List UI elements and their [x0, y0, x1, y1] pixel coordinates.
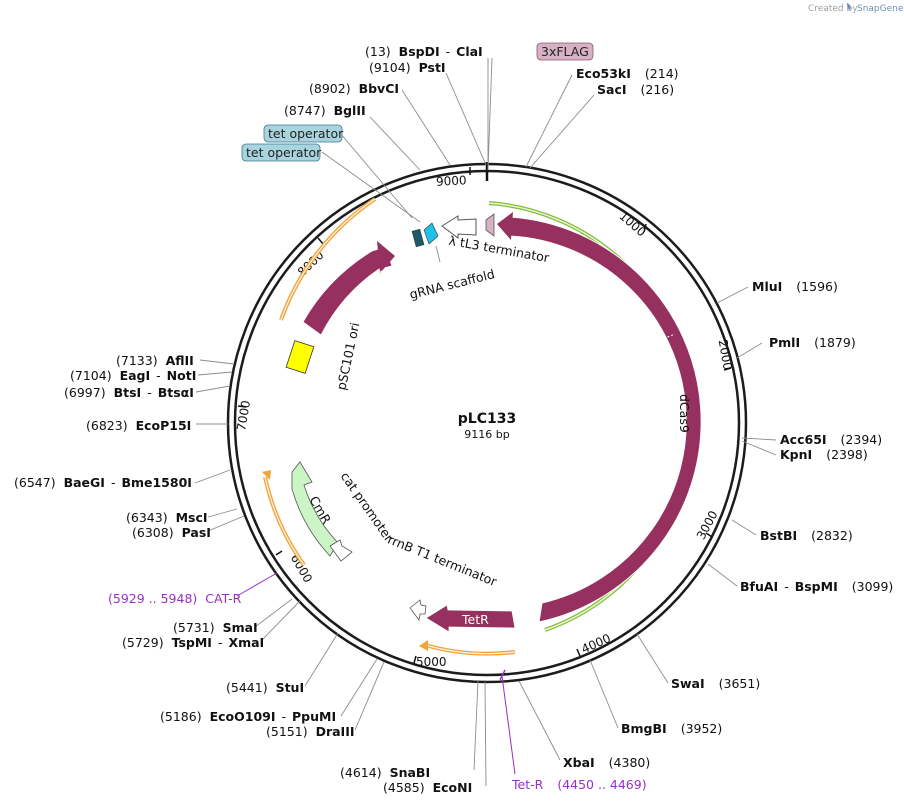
snapgene-icon: [847, 3, 851, 10]
tetr-label: TetR: [461, 612, 489, 627]
plasmid-size: 9116 bp: [464, 428, 509, 441]
primer-tet-r: Tet-R(4450 .. 4469): [511, 777, 647, 792]
dcas9-cds[interactable]: [496, 216, 702, 623]
site-2832: BstBI(2832): [760, 528, 853, 543]
tetr-cds[interactable]: [425, 604, 516, 633]
grna-leader: [435, 245, 441, 263]
ruler-2000: 2000: [716, 339, 735, 372]
site-5186: (5186)EcoO109I-PpuMI: [160, 709, 336, 724]
site-3651: SwaI(3651): [671, 676, 760, 691]
tet-r-arrow: [499, 669, 506, 681]
dcas9-outline-inner: [488, 202, 694, 631]
site-5441: (5441)StuI: [226, 680, 304, 695]
dcas9-arrowhead: [497, 212, 513, 240]
cat-promoter-label: cat promoter: [338, 469, 397, 545]
ruler-1000: 1000: [616, 209, 648, 240]
primer-cat-r: (5929 .. 5948)CAT-R: [108, 591, 242, 606]
tl3-terminator[interactable]: [441, 215, 477, 239]
primer-arc-5000-inner: [424, 644, 516, 655]
site-1596: MluI(1596): [752, 279, 838, 294]
site-6308: (6308)PasI: [132, 525, 211, 540]
flag-tag[interactable]: [485, 213, 495, 237]
cat-r-leader: [236, 572, 278, 597]
cat-promoter[interactable]: [329, 539, 353, 562]
site-8747: (8747)BglII: [284, 103, 366, 118]
site-216: SacI(216): [597, 82, 674, 97]
tet-operator-callout-1-label: tet operator: [268, 126, 344, 141]
tet-r-leader: [501, 675, 516, 775]
site-1879: PmlI(1879): [769, 335, 856, 350]
site-3952: BmgBI(3952): [621, 721, 722, 736]
psc101-ori[interactable]: [285, 340, 315, 374]
psc101-label: pSC101 ori: [333, 321, 362, 391]
rrnb-terminator[interactable]: [409, 599, 427, 621]
site-6547: (6547)BaeGI-Bme1580I: [14, 475, 192, 490]
site-4585: (4585)EcoNI: [383, 780, 472, 795]
primer-arc-8000-inner: [280, 198, 376, 321]
site-6997: (6997)BtsI-BtsαI: [64, 385, 194, 400]
dcas9-split: [659, 333, 676, 341]
site-9104: (9104)PstI: [369, 60, 446, 75]
primer-arc-5000-head: [419, 640, 428, 651]
tet-operator-block-1[interactable]: [411, 228, 425, 248]
site-6343: (6343)MscI: [126, 510, 208, 525]
site-leaders: [194, 57, 777, 787]
site-214: Eco53kI(214): [576, 66, 679, 81]
site-5731: (5731)SmaI: [173, 620, 258, 635]
primer-arc-5000: [424, 643, 516, 656]
grna-scaffold[interactable]: [423, 222, 439, 245]
dcas9-outline-arc: [488, 201, 695, 632]
site-3099: BfuAI-BspMI(3099): [740, 579, 893, 594]
flag-callout-box[interactable]: [536, 42, 594, 61]
dcas9-label: dCas9: [677, 394, 692, 433]
rep101-arrowhead: [377, 241, 395, 273]
tet-operator-callout-2[interactable]: [241, 143, 321, 162]
ruler-9000: 9000: [436, 173, 467, 189]
site-5151: (5151)DraIII: [266, 724, 355, 739]
rep101-cds[interactable]: [302, 246, 393, 336]
snapgene-logo-text: SnapGene: [857, 4, 904, 14]
credit-text: Created by: [808, 4, 858, 14]
ruler-7000: 7000: [234, 399, 253, 432]
rrnb-label: rrnB T1 terminator: [386, 532, 500, 590]
primer-arc-6000-head: [262, 470, 271, 480]
site-13: (13)BspDI-ClaI: [365, 44, 483, 59]
ruler-5000: 5000: [416, 655, 447, 669]
grna-label: gRNA scaffold: [408, 266, 496, 302]
site-6823: (6823)EcoP15I: [86, 418, 191, 433]
site-8902: (8902)BbvCI: [309, 81, 399, 96]
site-2398: KpnI(2398): [780, 447, 868, 462]
site-7133: (7133)AflII: [116, 353, 194, 368]
primer-arc-6000-inner: [264, 476, 305, 566]
site-2394: Acc65I(2394): [780, 432, 882, 447]
plasmid-name: pLC133: [458, 411, 516, 427]
site-4614: (4614)SnaBI: [340, 765, 430, 780]
site-4380: XbaI(4380): [563, 755, 650, 770]
site-5729: (5729)TspMI-XmaI: [122, 635, 264, 650]
site-7104: (7104)EagI-NotI: [70, 368, 196, 383]
flag-callout-label: 3xFLAG: [541, 44, 589, 59]
tet-operator-callout-1[interactable]: [263, 124, 343, 143]
tet-operator-callout-2-label: tet operator: [246, 145, 322, 160]
ruler-6000: 6000: [288, 552, 315, 585]
